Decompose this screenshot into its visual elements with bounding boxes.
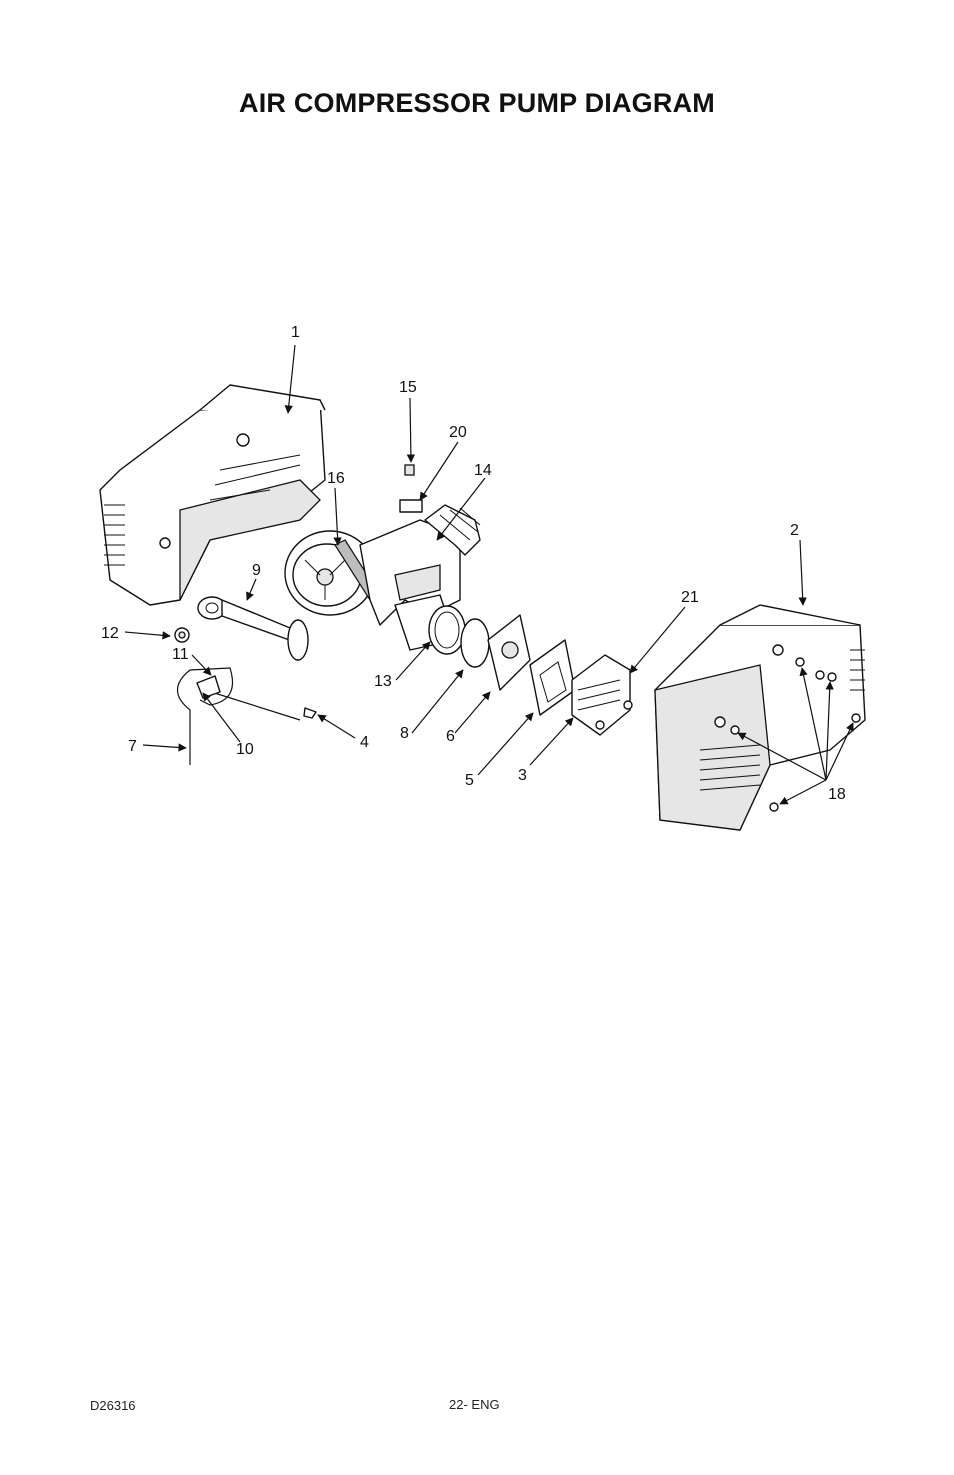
- part-4-clip: [303, 707, 317, 719]
- doc-code: D26316: [90, 1398, 136, 1413]
- callout-7: 7: [128, 738, 137, 755]
- callout-13: 13: [374, 673, 392, 690]
- callout-10: 10: [236, 741, 254, 758]
- callout-9: 9: [252, 562, 261, 579]
- part-13-cylinder: [394, 594, 466, 655]
- callout-1: 1: [291, 324, 300, 341]
- callout-2: 2: [790, 522, 799, 539]
- callout-6: 6: [446, 728, 455, 745]
- callout-4: 4: [360, 734, 369, 751]
- page-number: 22- ENG: [449, 1397, 500, 1412]
- callout-5: 5: [465, 772, 474, 789]
- callout-12: 12: [101, 625, 119, 642]
- part-8-o-ring: [460, 618, 490, 668]
- page-title: AIR COMPRESSOR PUMP DIAGRAM: [239, 88, 715, 118]
- part-9-connecting-rod: [197, 596, 309, 661]
- callout-18: 18: [828, 786, 846, 803]
- part-12-screw: [174, 627, 190, 643]
- callout-3: 3: [518, 767, 527, 784]
- callout-8: 8: [400, 725, 409, 742]
- callout-14: 14: [474, 462, 492, 479]
- part-6-valve-plate: [487, 614, 531, 691]
- part-5-gasket: [529, 639, 576, 716]
- part-18-screws: [730, 657, 861, 812]
- callout-16: 16: [327, 470, 345, 487]
- part-3-head: [571, 654, 633, 736]
- callout-15: 15: [399, 379, 417, 396]
- callout-21: 21: [681, 589, 699, 606]
- callout-20: 20: [449, 424, 467, 441]
- leader-lines: [124, 344, 854, 805]
- part-2-front-shroud: [654, 604, 866, 831]
- part-1-rear-shroud: [99, 384, 326, 606]
- callout-11: 11: [172, 646, 189, 663]
- callout-labels: 1 2 3 4 5 6 7 8 9 10 11 12 13 14 15 16 1…: [101, 324, 846, 803]
